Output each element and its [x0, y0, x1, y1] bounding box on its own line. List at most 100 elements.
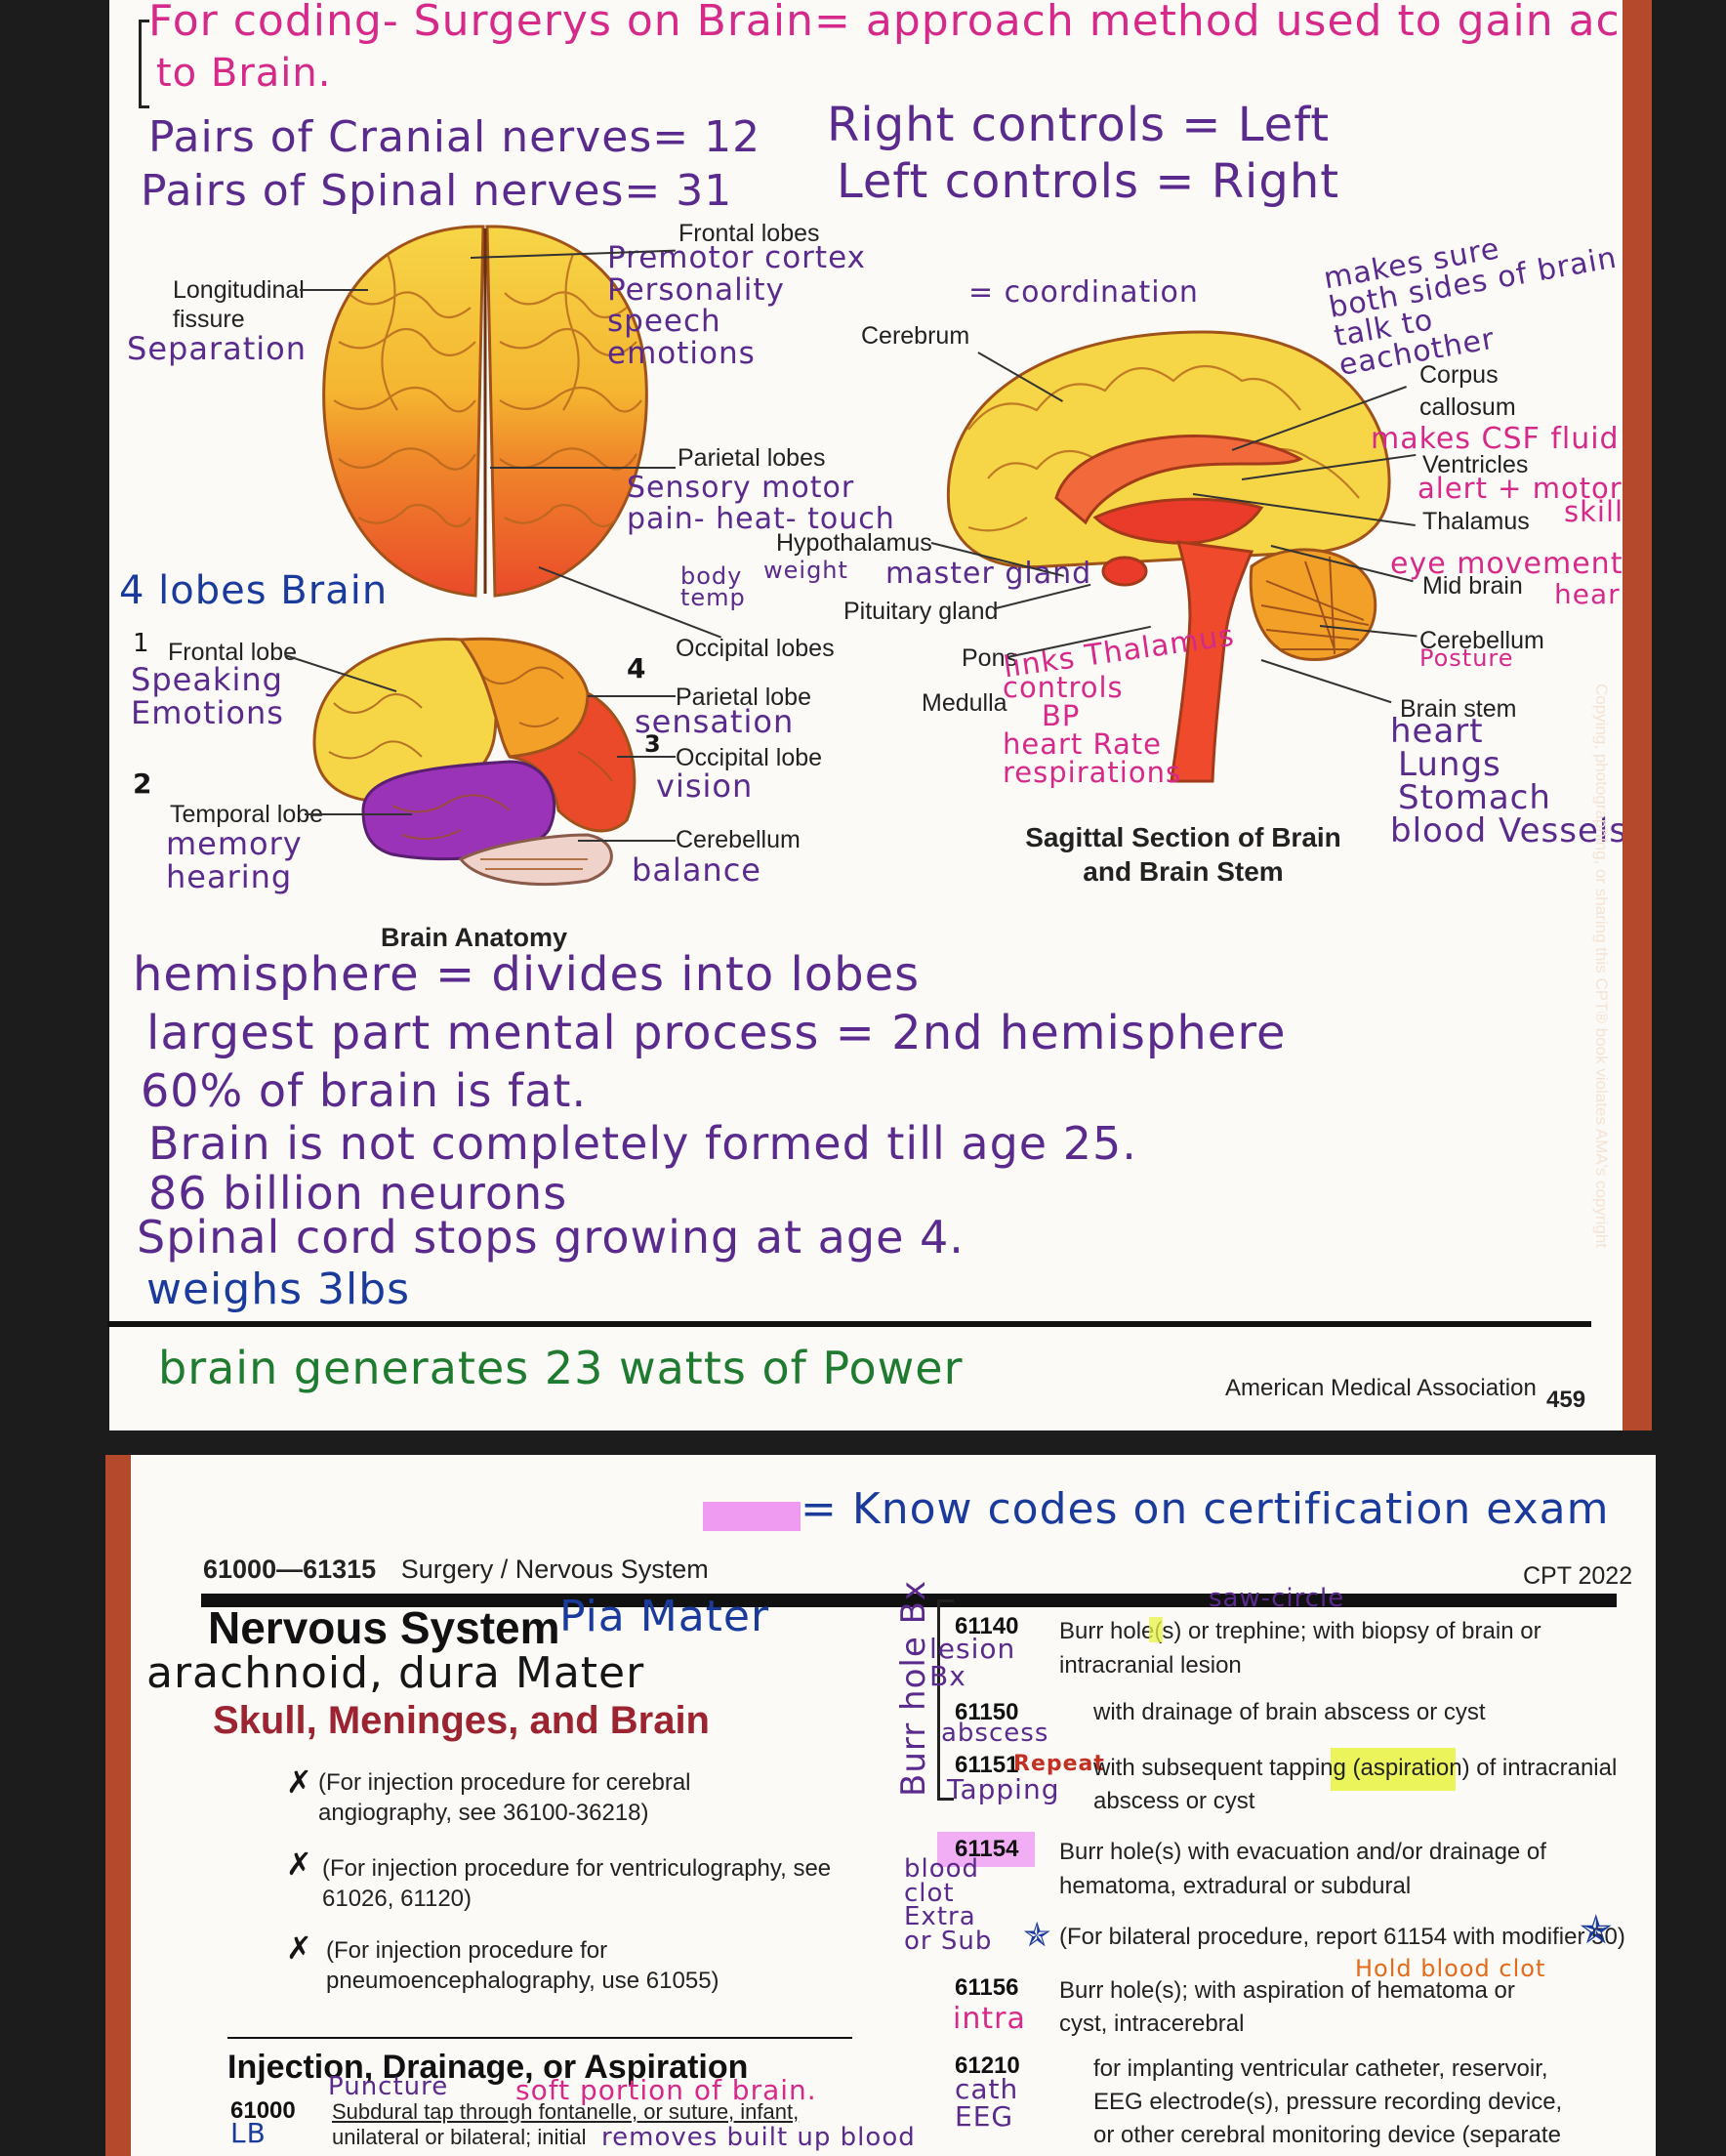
note-ventricles: makes CSF fluid	[1371, 422, 1620, 456]
label-corpus-callosum: Corpus callosum	[1419, 361, 1516, 421]
label-hypothalamus: Hypothalamus	[776, 529, 932, 557]
injection-heading: Injection, Drainage, or Aspiration	[227, 2049, 749, 2086]
note-repeat: Repeat	[1013, 1752, 1105, 1776]
edge-copyright-text: Copying, photographing, or sharing this …	[1592, 684, 1611, 1249]
brain-anatomy-title: Brain Anatomy	[381, 923, 568, 952]
note-cerebellum-side: balance	[632, 851, 761, 889]
note-parietal-lobe: sensation	[635, 703, 795, 740]
note-blood-clot: blood clot Extra or Sub	[904, 1854, 993, 1957]
leader-line	[300, 289, 368, 291]
note-cerebrum: = coordination	[968, 275, 1199, 310]
label-ventricles: Ventricles	[1422, 451, 1529, 478]
note-frontal-lobes: Premotor cortex Personality speech emoti…	[607, 242, 866, 369]
note-four-lobes: 4 lobes Brain	[119, 568, 389, 613]
cpt-year: CPT 2022	[1523, 1562, 1633, 1590]
label-pons: Pons	[962, 644, 1017, 672]
note-speech: speech	[607, 304, 721, 340]
code-61154: 61154	[955, 1836, 1019, 1862]
note-formed-age: Brain is not completely formed till age …	[148, 1117, 1137, 1170]
textbook-page-459: For coding- Surgerys on Brain= approach …	[109, 0, 1652, 1430]
header-bracket	[139, 20, 149, 108]
label-midbrain: Mid brain	[1422, 572, 1523, 600]
section-rule	[227, 2037, 852, 2039]
label-pituitary-gland: Pituitary gland	[843, 598, 999, 625]
desc-61156: Burr hole(s); with aspiration of hematom…	[1059, 1977, 1515, 2037]
note-lesion-bx: lesion Bx	[929, 1633, 1016, 1692]
note-separation: Separation	[127, 330, 307, 367]
left-controls-note: Left controls = Right	[837, 154, 1340, 209]
label-parietal-lobe: Parietal lobe	[676, 684, 811, 711]
note-largest-part: largest part mental process = 2nd hemisp…	[146, 1006, 1287, 1060]
section-name: Surgery / Nervous System	[400, 1555, 709, 1584]
sagittal-title-line1: Sagittal Section of Brain	[1025, 822, 1341, 852]
footer-publisher: American Medical Association	[1225, 1375, 1537, 1401]
note-hypothalamus: body temp	[680, 562, 746, 608]
sagittal-title-line2: and Brain Stem	[1083, 856, 1284, 887]
footer-page-number: 459	[1546, 1387, 1586, 1413]
number-4: 4	[627, 652, 647, 684]
instruction-pneumoencephalography: (For injection procedure for pneumoencep…	[326, 1937, 719, 1995]
code-61210: 61210	[955, 2052, 1020, 2079]
note-removes-blood: removes built up blood	[601, 2123, 916, 2152]
code-61156: 61156	[955, 1974, 1019, 2001]
label-cerebrum: Cerebrum	[861, 322, 970, 350]
note-intra: intra	[953, 2002, 1026, 2036]
code-61151: 61151	[955, 1752, 1019, 1778]
desc-61150: with drainage of brain abscess or cyst	[1093, 1699, 1486, 1725]
spinal-nerves-note: Pairs of Spinal nerves= 31	[141, 166, 733, 216]
label-cerebellum-side: Cerebellum	[676, 826, 801, 853]
note-frontal-lobe: Speaking Emotions	[131, 663, 284, 731]
sagittal-section-illustration	[946, 330, 1391, 783]
note-respirations: respirations	[1003, 756, 1182, 789]
bracket	[937, 1599, 954, 1801]
strike-mark: ✗	[286, 1929, 313, 1967]
note-power: brain generates 23 watts of Power	[158, 1342, 964, 1394]
desc-61000-line2: unilateral or bilateral; initial	[332, 2125, 587, 2149]
note-saw-circle: saw-circle	[1209, 1584, 1345, 1613]
note-soft-portion: soft portion of brain.	[515, 2074, 817, 2106]
note-weighs: weighs 3lbs	[146, 1265, 411, 1314]
note-medulla: controls BP heart Rate respirations	[1003, 674, 1181, 787]
label-temporal-lobe: Temporal lobe	[170, 801, 324, 828]
star-icon: ✯	[1023, 1916, 1052, 1955]
page-range: 61000—61315 Surgery / Nervous System	[203, 1555, 709, 1585]
note-sensory-motor: Sensory motor	[627, 471, 855, 505]
yellow-highlight	[1149, 1617, 1163, 1642]
header-note-line1: For coding- Surgerys on Brain= approach …	[148, 0, 1652, 46]
leader-line	[588, 695, 676, 697]
label-medulla: Medulla	[922, 689, 1007, 717]
note-hemisphere: hemisphere = divides into lobes	[133, 947, 921, 1002]
instruction-ventriculography: (For injection procedure for ventriculog…	[322, 1855, 832, 1913]
note-know-codes: = Know codes on certification exam	[801, 1484, 1610, 1534]
cranial-nerves-note: Pairs of Cranial nerves= 12	[148, 112, 761, 162]
note-emotions-side: Emotions	[131, 693, 284, 731]
number-2: 2	[133, 767, 153, 800]
leader-line	[305, 813, 412, 815]
note-hear: hear	[1554, 578, 1621, 610]
pink-highlight	[937, 1832, 1035, 1867]
note-heart-rate: heart Rate	[1003, 727, 1163, 761]
star-icon: ✯	[1580, 1908, 1614, 1953]
textbook-page-cpt: = Know codes on certification exam 61000…	[105, 1455, 1656, 2156]
note-brain-stem: heart Lungs Stomach blood Vessels	[1390, 715, 1627, 848]
label-longitudinal-fissure: Longitudinal fissure	[173, 276, 305, 333]
note-lungs: Lungs	[1398, 745, 1501, 784]
leader-line	[490, 467, 676, 469]
note-neurons: 86 billion neurons	[148, 1167, 568, 1220]
skull-heading: Skull, Meninges, and Brain	[213, 1699, 710, 1742]
note-hearing: hearing	[166, 857, 293, 895]
header-note-line2: to Brain.	[156, 51, 332, 96]
header-rule	[201, 1594, 1617, 1607]
note-weight: weight	[763, 557, 848, 584]
code-61150: 61150	[955, 1699, 1019, 1725]
note-underline	[107, 1321, 1591, 1327]
code-61000: 61000	[230, 2097, 296, 2124]
note-memory: memory	[166, 825, 303, 862]
label-thalamus: Thalamus	[1422, 508, 1530, 535]
note-bp: BP	[1042, 699, 1081, 732]
note-midbrain: eye movement	[1390, 547, 1623, 581]
note-pain-heat-touch: pain- heat- touch	[627, 501, 895, 536]
note-body: body	[680, 562, 743, 590]
note-heart: heart	[1390, 712, 1484, 751]
label-frontal-lobes: Frontal lobes	[678, 220, 820, 247]
